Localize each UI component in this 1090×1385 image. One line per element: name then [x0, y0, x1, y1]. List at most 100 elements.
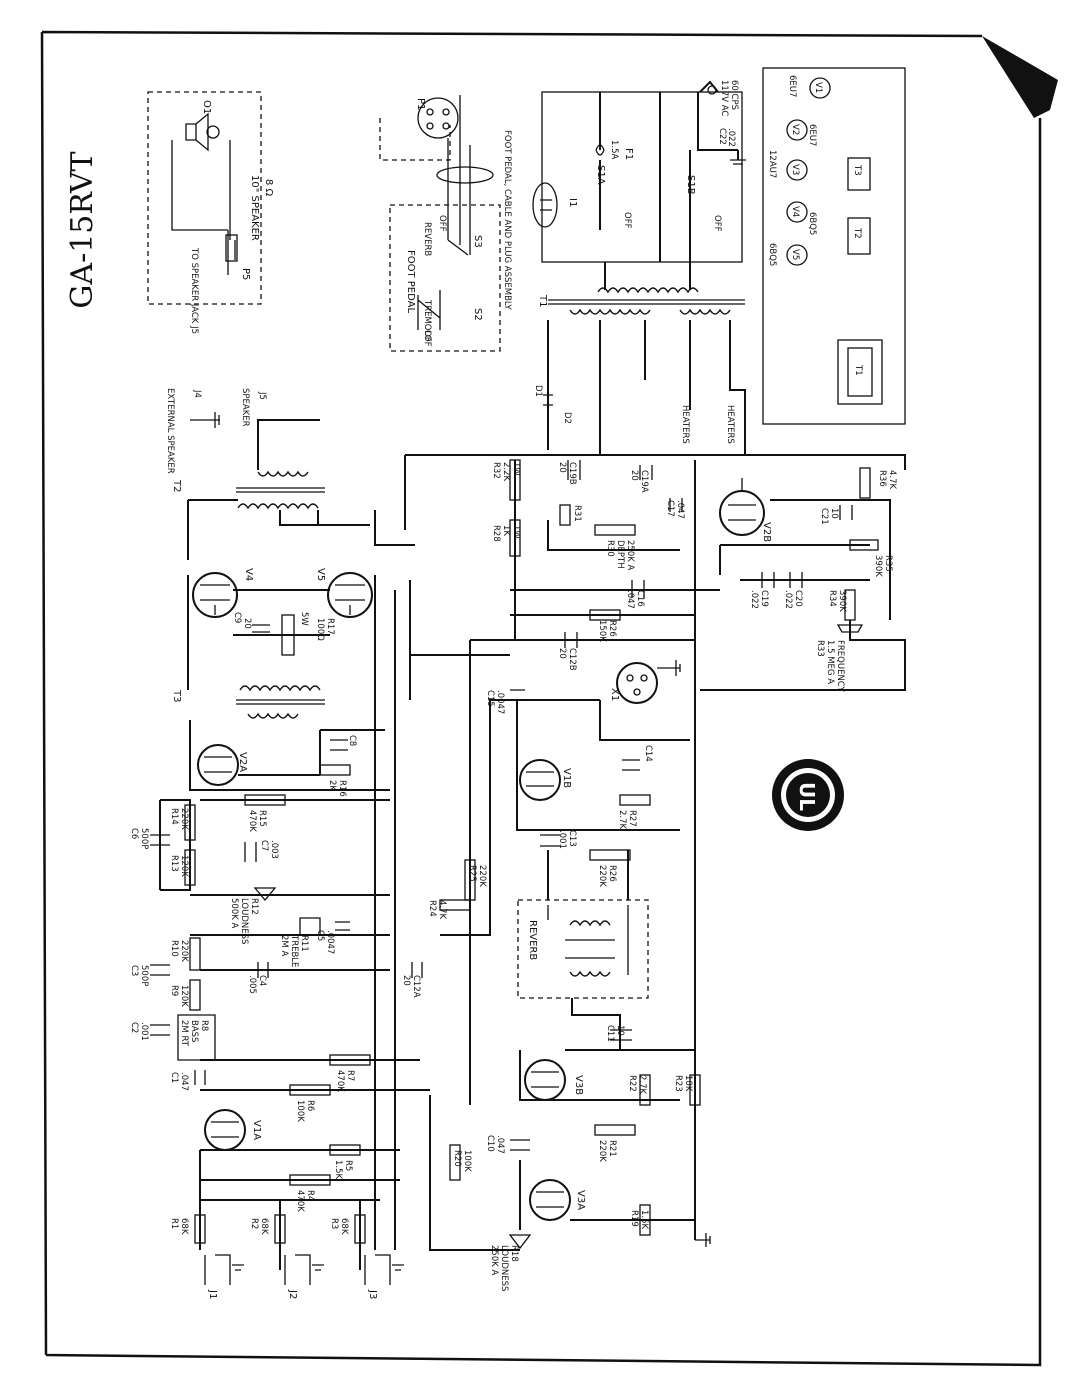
layout-transformer-t3: T3	[847, 157, 871, 191]
c5-label: C5	[315, 930, 325, 941]
r27-label: R27	[627, 810, 637, 827]
r33-label: R33	[815, 640, 825, 657]
r26b-value: 220K	[597, 865, 607, 887]
r20-label: R20	[452, 1150, 462, 1167]
c15-value: .0047	[495, 690, 505, 714]
c3-value: 500P	[139, 965, 149, 986]
r8-value: 2M RT	[179, 1020, 189, 1047]
c13-value: .001	[557, 830, 567, 849]
r22-value: 2.7K	[637, 1075, 647, 1095]
r30-label: R30	[605, 540, 615, 557]
r3-label: R3	[329, 1218, 339, 1229]
x1-label: X1	[609, 688, 620, 701]
heaters-label-1: HEATERS	[680, 405, 690, 444]
tube-layout-box: V1 6EU7 V2 6EU7 V3 12AU7 V4 6BQ5 V5 6BQ5…	[762, 67, 906, 425]
svg-text:T2: T2	[852, 227, 862, 239]
page-border	[40, 30, 1042, 1367]
c10-value: .047	[495, 1135, 505, 1154]
tube-v1a	[204, 1109, 246, 1151]
fuse-id: F1	[623, 148, 634, 160]
tube-v3b	[524, 1059, 566, 1101]
c10-label: C10	[485, 1135, 495, 1152]
corner-mark	[982, 36, 1058, 118]
r32-watt: 1W	[511, 462, 521, 476]
ul-certification-mark: UL	[772, 759, 844, 831]
r17-label: R17	[325, 618, 335, 635]
reverb-label: REVERB	[527, 920, 538, 960]
lamp-label: I1	[567, 198, 578, 207]
tube-v4	[192, 572, 238, 618]
r12-function: LOUDNESS	[239, 898, 249, 944]
r36-label: R36	[877, 470, 887, 487]
c15-label: C15	[485, 690, 495, 707]
r7-label: R7	[345, 1070, 355, 1081]
r35-label: R35	[883, 555, 893, 572]
j1-label: J1	[207, 1289, 218, 1299]
c19a-label: C19A	[639, 470, 649, 493]
bus-lines	[200, 454, 906, 1250]
c2-label: C2	[129, 1022, 139, 1033]
r24-label: R24	[427, 900, 437, 917]
v1a-label: V1A	[251, 1120, 262, 1140]
r22-label: R22	[627, 1075, 637, 1092]
j3-label: J3	[367, 1289, 378, 1299]
r8-label: R8	[199, 1020, 209, 1031]
j4-label: J4	[192, 389, 202, 398]
r18-label: R18	[509, 1245, 519, 1262]
c8-label: C8	[347, 735, 357, 746]
pedal-assembly-label: FOOT PEDAL, CABLE AND PLUG ASSEMBLY	[502, 130, 512, 311]
title-text: GA-15RVT	[65, 151, 100, 308]
c14-label: C14	[643, 745, 653, 762]
c6-label: C6	[129, 828, 139, 839]
r26-value: 150K	[597, 620, 607, 642]
r4-label: R4	[305, 1190, 315, 1201]
r23-value: 10K	[683, 1075, 693, 1092]
off-label-2: OFF	[437, 215, 447, 232]
j2-label: J2	[287, 1289, 298, 1299]
svg-text:6EU7: 6EU7	[807, 124, 817, 146]
r11-label: R11	[299, 935, 309, 952]
cps-label: 60 CPS	[729, 80, 739, 110]
r18-function: LOUDNESS	[499, 1245, 509, 1291]
power-section: 117V AC 60 CPS 1.5A F1 S1A S1B OFF OFF C…	[532, 80, 746, 455]
c19b-value: 20	[557, 462, 567, 473]
ext-speaker-label: EXTERNAL SPEAKER	[165, 388, 175, 474]
r14-value: 220K	[179, 808, 189, 830]
c1-value: .047	[179, 1072, 189, 1091]
tube-v2a	[197, 744, 239, 786]
tube-v3a	[529, 1179, 571, 1221]
c4-value: .005	[247, 975, 257, 994]
svg-text:V3: V3	[790, 164, 800, 175]
c11-label: C11	[605, 1025, 615, 1042]
c16-value: .047	[625, 590, 635, 609]
c22-label: C22	[717, 128, 727, 145]
r33-value: 1.5 MEG A	[825, 640, 835, 684]
c1-label: C1	[169, 1072, 179, 1083]
svg-text:V5: V5	[790, 249, 800, 260]
speaker-box: 10" SPEAKER 8 Ω TO SPEAKER JACK J5 O1 P5	[147, 91, 274, 334]
heaters-label-2: HEATERS	[725, 405, 735, 444]
layout-tube-v2: V2 6EU7	[786, 119, 817, 146]
s1b-label: S1B	[685, 175, 696, 195]
svg-text:V4: V4	[790, 206, 800, 217]
v3b-label: V3B	[573, 1075, 584, 1095]
layout-tube-v1: V1 6EU7	[787, 75, 831, 99]
r4-value: 470K	[295, 1190, 305, 1212]
v2b-label: V2B	[761, 522, 772, 542]
tremolo-label: TREMOLO	[422, 299, 432, 342]
s1a-label: S1A	[595, 165, 606, 185]
s1a-off: OFF	[622, 212, 632, 229]
svg-text:6BQ5: 6BQ5	[767, 243, 777, 266]
c11-value: 10	[615, 1025, 625, 1036]
r26-label: R26	[607, 620, 617, 637]
ac-line-label: 117V AC	[719, 80, 729, 116]
reverb-section: X1 C15 .0047 V1B C14 2.7K R27 .001 C13 2…	[427, 660, 695, 1051]
ul-text: UL	[795, 782, 819, 811]
r35-value: 390K	[873, 555, 883, 577]
plug-id: P5	[240, 268, 251, 280]
layout-tube-v4: V4 6BQ5	[786, 201, 817, 235]
c4-label: C4	[257, 975, 267, 986]
foot-pedal-label: FOOT PEDAL	[405, 250, 416, 313]
